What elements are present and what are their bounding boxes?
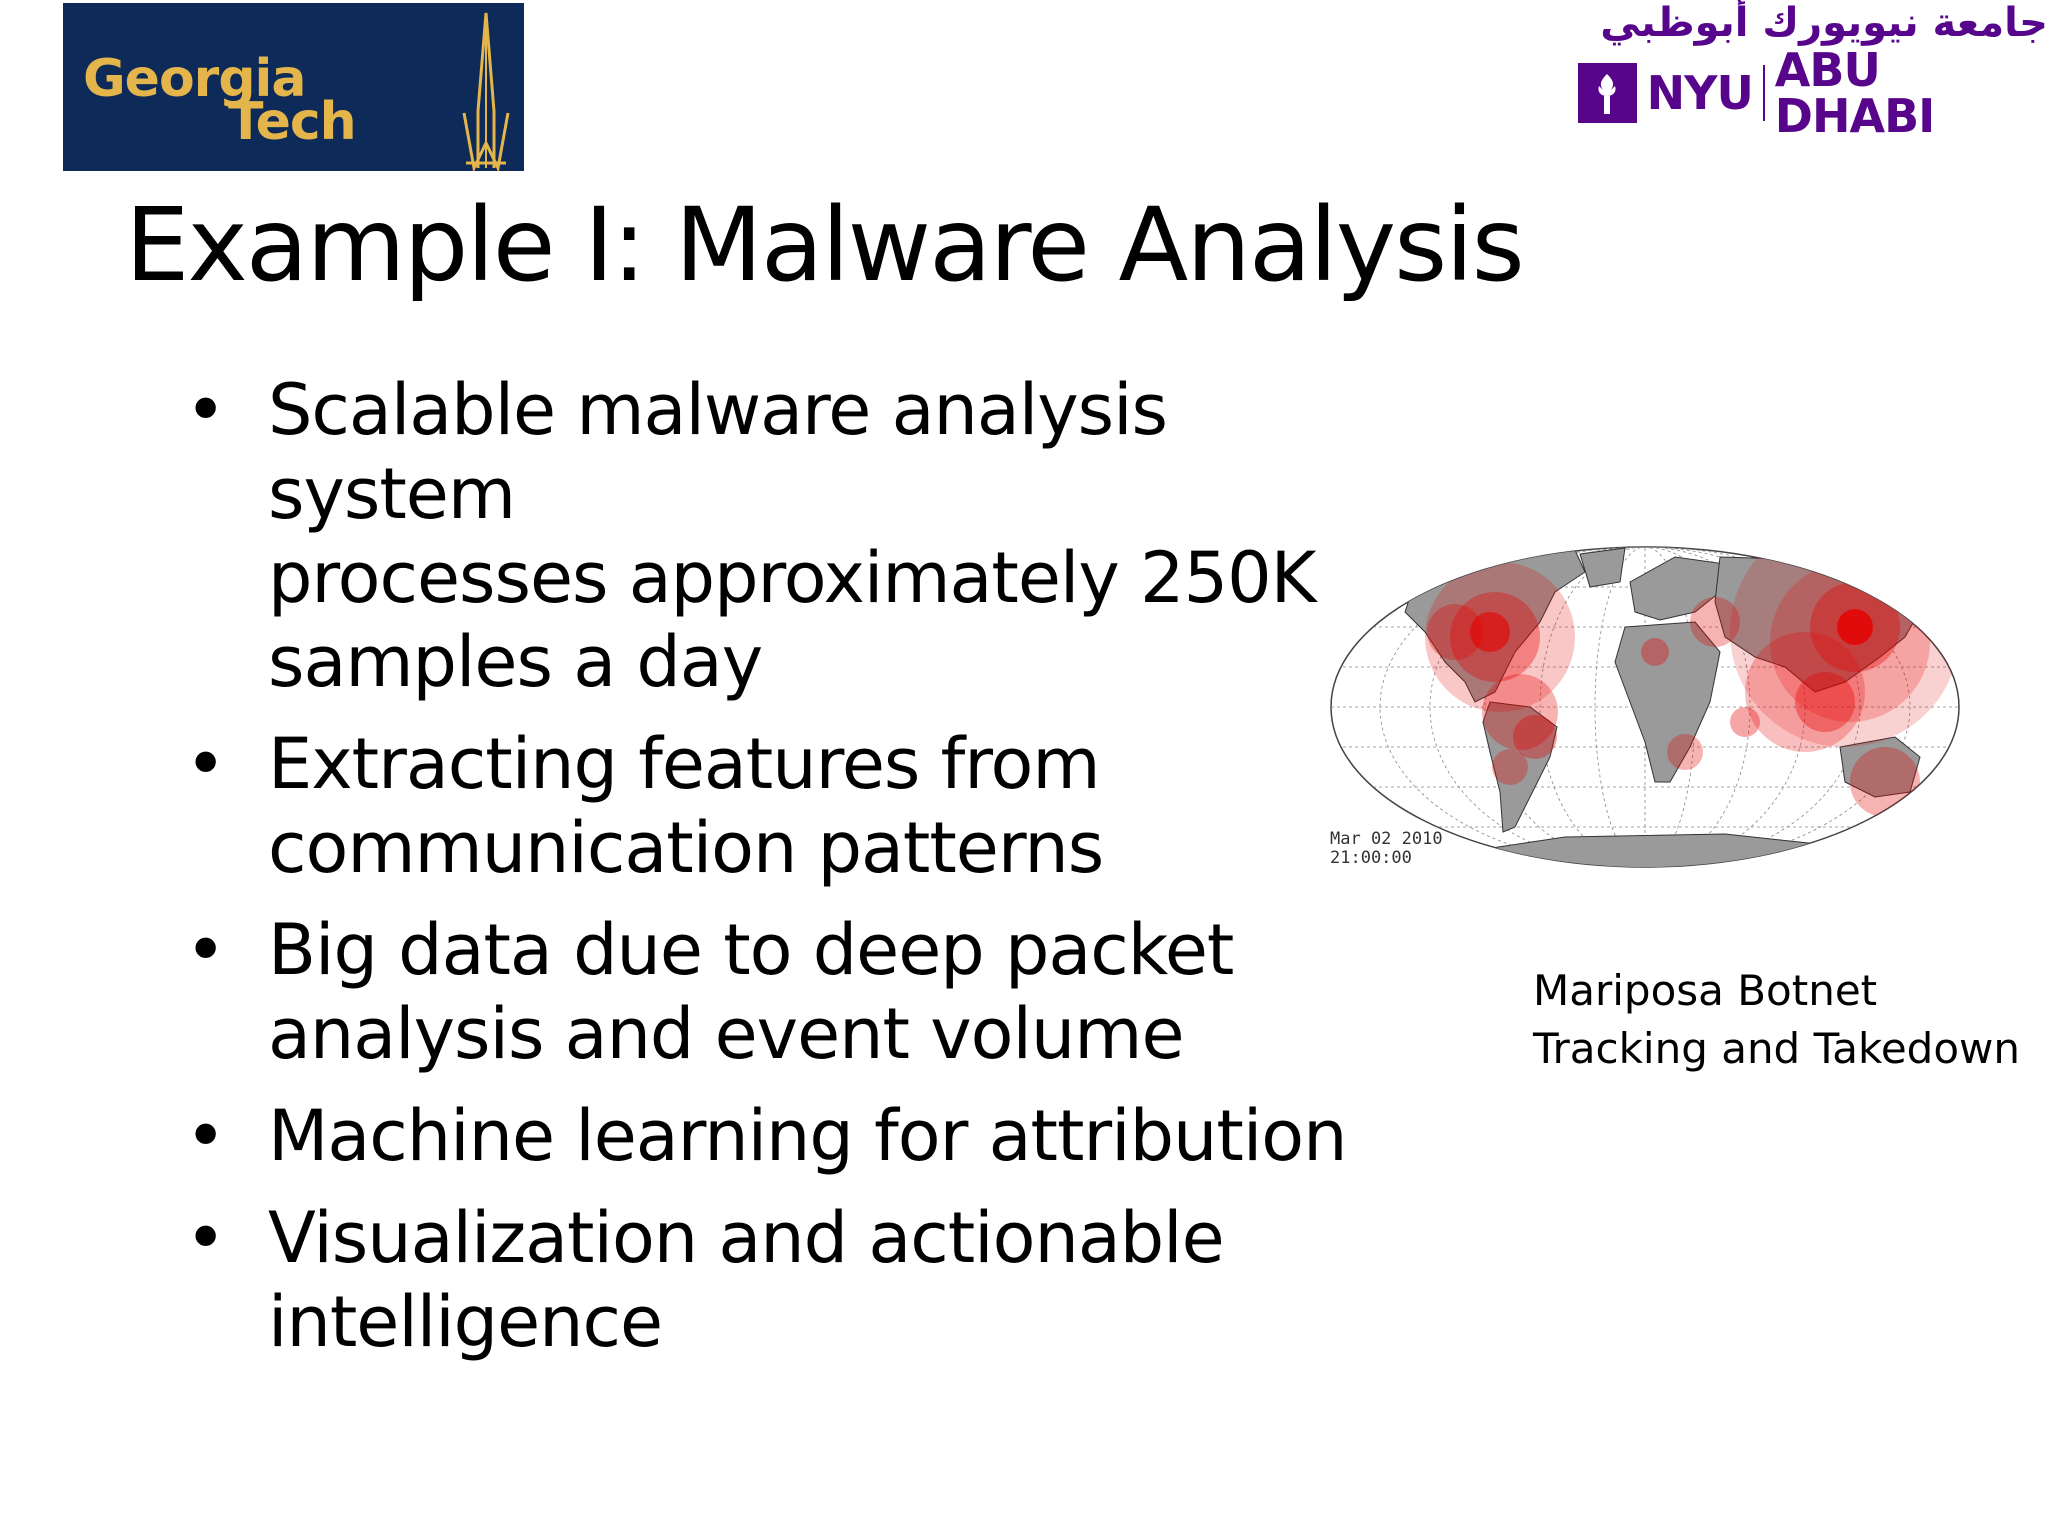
australia-shape: [1839, 736, 1921, 798]
bullet-text: Visualization and actionable intelligenc…: [268, 1197, 1225, 1363]
bullet-text: Big data due to deep packet analysis and…: [268, 909, 1234, 1075]
nyu-abu-dhabi-logo: جامعة نيويورك أبوظبي NYU ABU DHABI: [1578, 0, 2048, 139]
figure-caption: Mariposa Botnet Tracking and Takedown: [1533, 966, 2020, 1073]
bullet-list: • Scalable malware analysis system proce…: [185, 368, 1435, 1382]
bullet-marker: •: [185, 909, 226, 991]
logo-divider: [1762, 65, 1765, 121]
slide-title: Example I: Malware Analysis: [125, 186, 1525, 305]
bullet-marker: •: [185, 1095, 226, 1177]
nyu-wordmark: NYU: [1646, 66, 1754, 120]
bullet-marker: •: [185, 369, 226, 451]
tech-tower-icon: [462, 12, 510, 171]
bullet-text: Machine learning for attribution: [268, 1095, 1347, 1177]
map-timestamp: Mar 02 2010 21:00:00: [1330, 829, 1443, 868]
bullet-marker: •: [185, 723, 226, 805]
africa-shape: [1614, 621, 1721, 783]
bullet-item: • Extracting features from communication…: [185, 722, 1435, 890]
georgia-tech-logo-line2: Tech: [228, 92, 357, 152]
bullet-marker: •: [185, 1197, 226, 1279]
botnet-world-map: Mar 02 2010 21:00:00: [1325, 542, 1965, 872]
abu-dhabi-wordmark: ABU DHABI: [1774, 43, 1935, 143]
greenland-shape: [1579, 547, 1626, 588]
europe-shape: [1629, 556, 1726, 621]
bullet-item: • Scalable malware analysis system proce…: [185, 368, 1435, 704]
nyu-arabic-name: جامعة نيويورك أبوظبي: [1600, 0, 2048, 46]
georgia-tech-logo-line1: Georgia: [83, 49, 306, 109]
south-america-shape: [1482, 701, 1558, 833]
bullet-item: • Visualization and actionable intellige…: [185, 1196, 1435, 1364]
bullet-item: • Big data due to deep packet analysis a…: [185, 908, 1435, 1076]
world-map-graphic: [1330, 546, 1960, 868]
torch-icon: [1578, 63, 1637, 123]
bullet-text: Extracting features from communication p…: [268, 723, 1104, 889]
bullet-text: Scalable malware analysis system process…: [268, 369, 1317, 703]
georgia-tech-logo: Georgia Tech: [63, 3, 524, 171]
bullet-item: • Machine learning for attribution: [185, 1094, 1435, 1178]
